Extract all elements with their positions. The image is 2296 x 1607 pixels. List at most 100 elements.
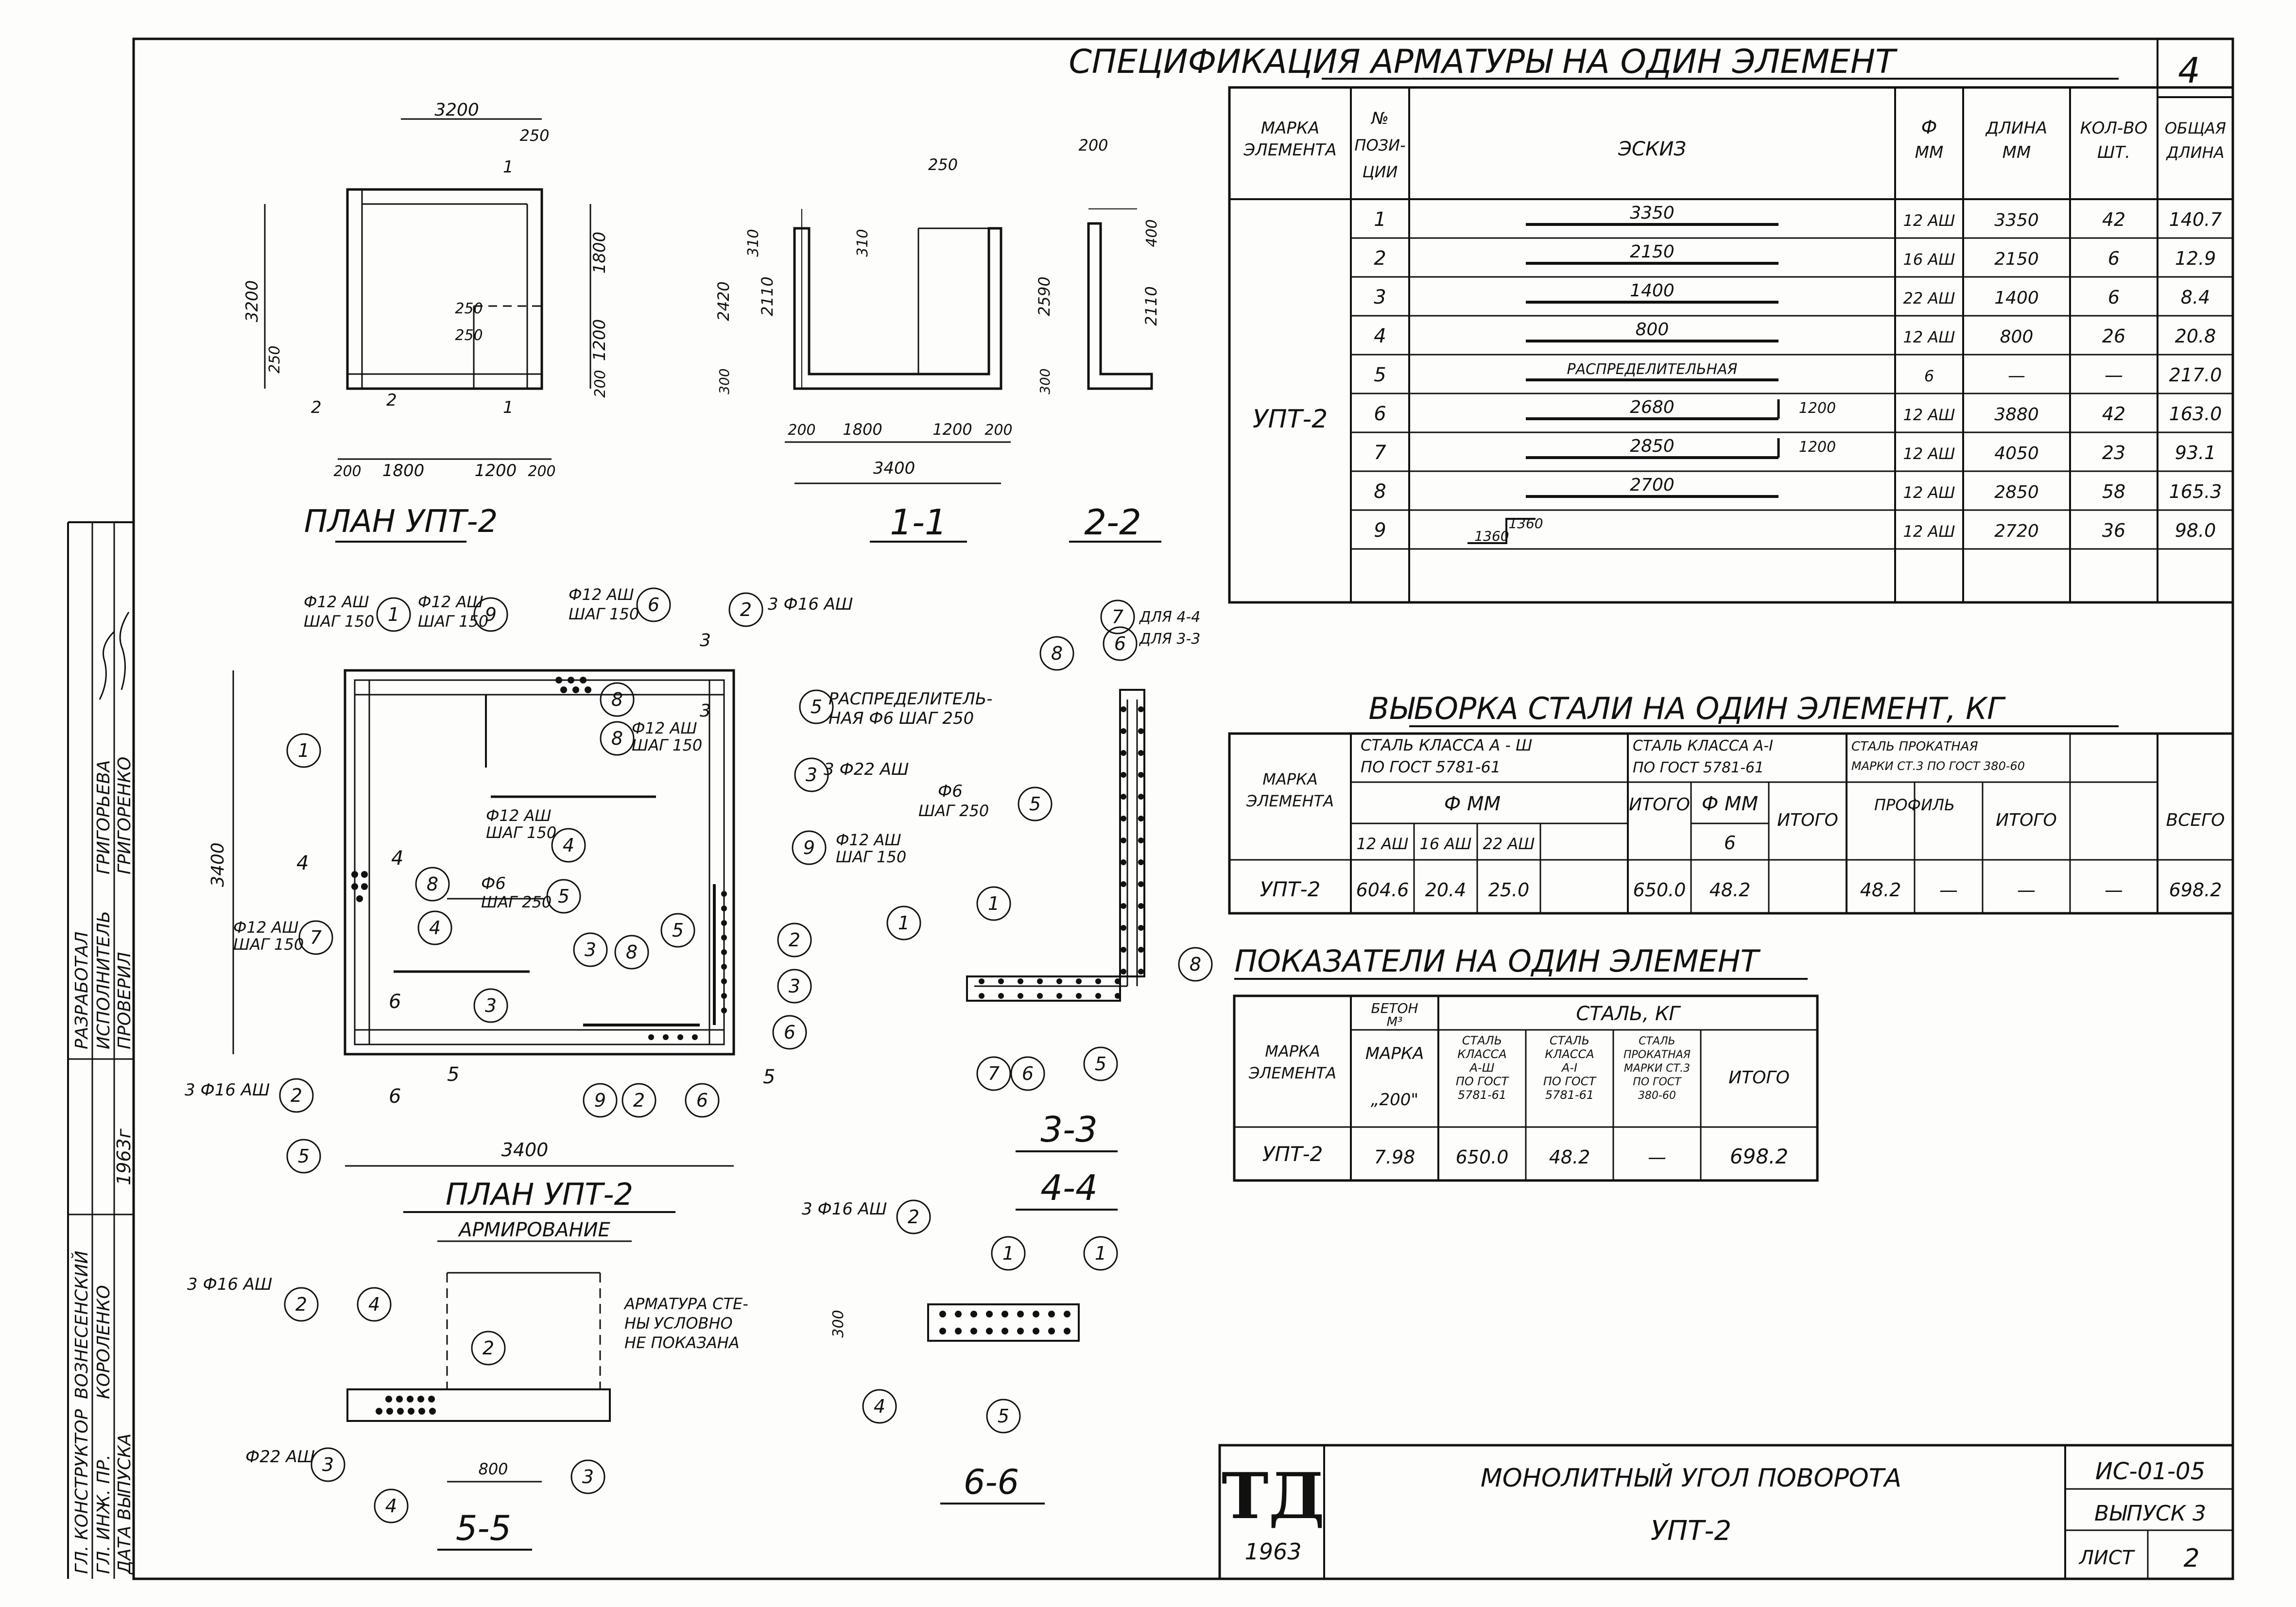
side-stamp: ГЛ. КОНСТРУКТОР ГЛ. ИНЖ. ПР. ДАТА ВЫПУСК… — [71, 612, 135, 1575]
rebar-dot — [396, 1396, 403, 1402]
position-callout: 5 — [1083, 1046, 1118, 1081]
stamp-date: 1963г — [113, 1128, 135, 1185]
spec-length: 4050 — [1994, 444, 2039, 463]
position-callout: 2 — [471, 1331, 506, 1366]
rebar-dot — [721, 964, 727, 970]
svg-text:6: 6 — [389, 1085, 401, 1108]
rebar-dot — [1115, 993, 1121, 999]
svg-text:Ф12 АШ: Ф12 АШ — [632, 719, 697, 737]
svg-text:Ф6: Ф6 — [938, 782, 963, 801]
svg-text:УПТ-2: УПТ-2 — [1262, 1142, 1323, 1166]
rebar-dot — [955, 1311, 962, 1317]
svg-text:6: 6 — [1724, 832, 1736, 854]
section-5-5: 3 Ф16 АШ Ф22 АШ 800 АРМАТУРА СТЕ- НЫ УСЛ… — [187, 1272, 748, 1551]
svg-text:ШАГ 150: ШАГ 150 — [233, 935, 304, 954]
rebar-dot — [955, 1328, 962, 1334]
spec-pos: 5 — [1374, 364, 1386, 386]
rebar-dot — [1095, 978, 1101, 984]
logo: ТД — [1222, 1459, 1325, 1533]
rebar-dot — [721, 993, 727, 999]
position-callout: 8 — [600, 721, 635, 756]
rebar-dot — [1138, 947, 1144, 953]
title-block: ТД 1963 МОНОЛИТНЫЙ УГОЛ ПОВОРОТА УПТ-2 И… — [1218, 1444, 2234, 1580]
position-callout: 1 — [1083, 1236, 1118, 1271]
spec-count: 58 — [2102, 481, 2125, 502]
position-callout: 5 — [546, 879, 581, 914]
svg-text:ЦИИ: ЦИИ — [1363, 163, 1398, 181]
callout-circle — [376, 597, 411, 632]
callout-circle — [614, 935, 649, 970]
rebar-dot — [1138, 750, 1144, 756]
callout-label: 1 — [898, 912, 910, 934]
svg-text:—: — — [2105, 879, 2123, 901]
callout-label: 4 — [385, 1495, 397, 1517]
rebar-dot — [560, 686, 567, 693]
callout-label: 4 — [874, 1396, 885, 1417]
svg-text:200: 200 — [1078, 136, 1108, 154]
callout-label: 1 — [388, 604, 399, 625]
spec-dia: 12 АШ — [1903, 211, 1955, 230]
callout-circle — [284, 1287, 319, 1322]
callout-circle — [286, 733, 321, 768]
svg-text:300: 300 — [830, 1310, 847, 1337]
svg-text:ДЛЯ 3-3: ДЛЯ 3-3 — [1139, 631, 1200, 648]
stamp-row-3: ДАТА ВЫПУСКА — [115, 1434, 135, 1575]
position-callout: 5 — [986, 1399, 1021, 1434]
svg-text:Ф: Ф — [1921, 117, 1937, 138]
svg-text:Ф22 АШ: Ф22 АШ — [245, 1447, 315, 1467]
svg-text:300: 300 — [716, 368, 732, 394]
svg-text:250: 250 — [519, 126, 549, 145]
spec-pos: 9 — [1374, 519, 1386, 542]
rebar-dot — [417, 1396, 424, 1402]
callout-circle — [583, 1083, 618, 1118]
callout-label: 5 — [998, 1405, 1009, 1427]
stamp-name-3: ГРИГОРЬЕВА — [94, 760, 114, 874]
indicators-title: ПОКАЗАТЕЛИ НА ОДИН ЭЛЕМЕНТ — [1235, 943, 1761, 979]
rebar-dot — [1064, 1328, 1070, 1334]
rebar-dot — [1138, 881, 1144, 887]
rebar-dot — [408, 1408, 414, 1415]
position-callout: 9 — [583, 1083, 618, 1118]
callout-circle — [374, 1488, 409, 1523]
rebar-dot — [428, 1396, 435, 1402]
position-callout: 4 — [417, 910, 452, 945]
spec-length: 2150 — [1994, 249, 2039, 269]
spec-count: 36 — [2102, 520, 2125, 541]
steel-table: ВЫБОРКА СТАЛИ НА ОДИН ЭЛЕМЕНТ, КГ МАРКА … — [1228, 691, 2234, 915]
spec-sketch: 1360 — [1474, 528, 1509, 544]
callout-circle — [279, 1078, 314, 1113]
callout-label: 2 — [908, 1206, 919, 1228]
svg-text:ВСЕГО: ВСЕГО — [2166, 810, 2225, 830]
svg-text:5: 5 — [763, 1066, 775, 1088]
position-callout: 8 — [614, 935, 649, 970]
position-callout: 4 — [862, 1389, 897, 1424]
svg-text:МАРКА: МАРКА — [1365, 1044, 1424, 1063]
rebar-dot — [572, 686, 579, 693]
spec-length: 800 — [2000, 327, 2034, 347]
svg-text:1: 1 — [503, 157, 514, 177]
spec-total: 8.4 — [2181, 287, 2210, 308]
rebar-dot — [1017, 1311, 1024, 1317]
position-callout: 1 — [886, 906, 921, 940]
svg-text:1200: 1200 — [475, 461, 517, 480]
svg-text:ММ: ММ — [2003, 143, 2031, 162]
svg-text:МАРКИ СТ.3 ПО ГОСТ 380-60: МАРКИ СТ.3 ПО ГОСТ 380-60 — [1851, 759, 2025, 773]
rebar-dot — [648, 1034, 654, 1040]
callout-circle — [473, 988, 508, 1023]
rebar-dot — [1138, 794, 1144, 800]
svg-text:200: 200 — [592, 370, 609, 397]
spec-element: УПТ-2 — [1253, 405, 1328, 434]
svg-text:3 Ф16 АШ: 3 Ф16 АШ — [802, 1199, 887, 1219]
position-callout: 5 — [660, 913, 695, 948]
svg-text:МАРКА: МАРКА — [1265, 1042, 1320, 1060]
rebar-dot — [397, 1408, 404, 1415]
rebar-dot — [1056, 993, 1062, 999]
rebar-dot — [386, 1408, 393, 1415]
spec-sketch: 2700 — [1630, 475, 1675, 495]
rebar-dot — [361, 871, 368, 878]
spec-pos: 2 — [1374, 247, 1386, 270]
callout-label: 6 — [1022, 1063, 1034, 1084]
callout-label: 8 — [1190, 954, 1201, 975]
